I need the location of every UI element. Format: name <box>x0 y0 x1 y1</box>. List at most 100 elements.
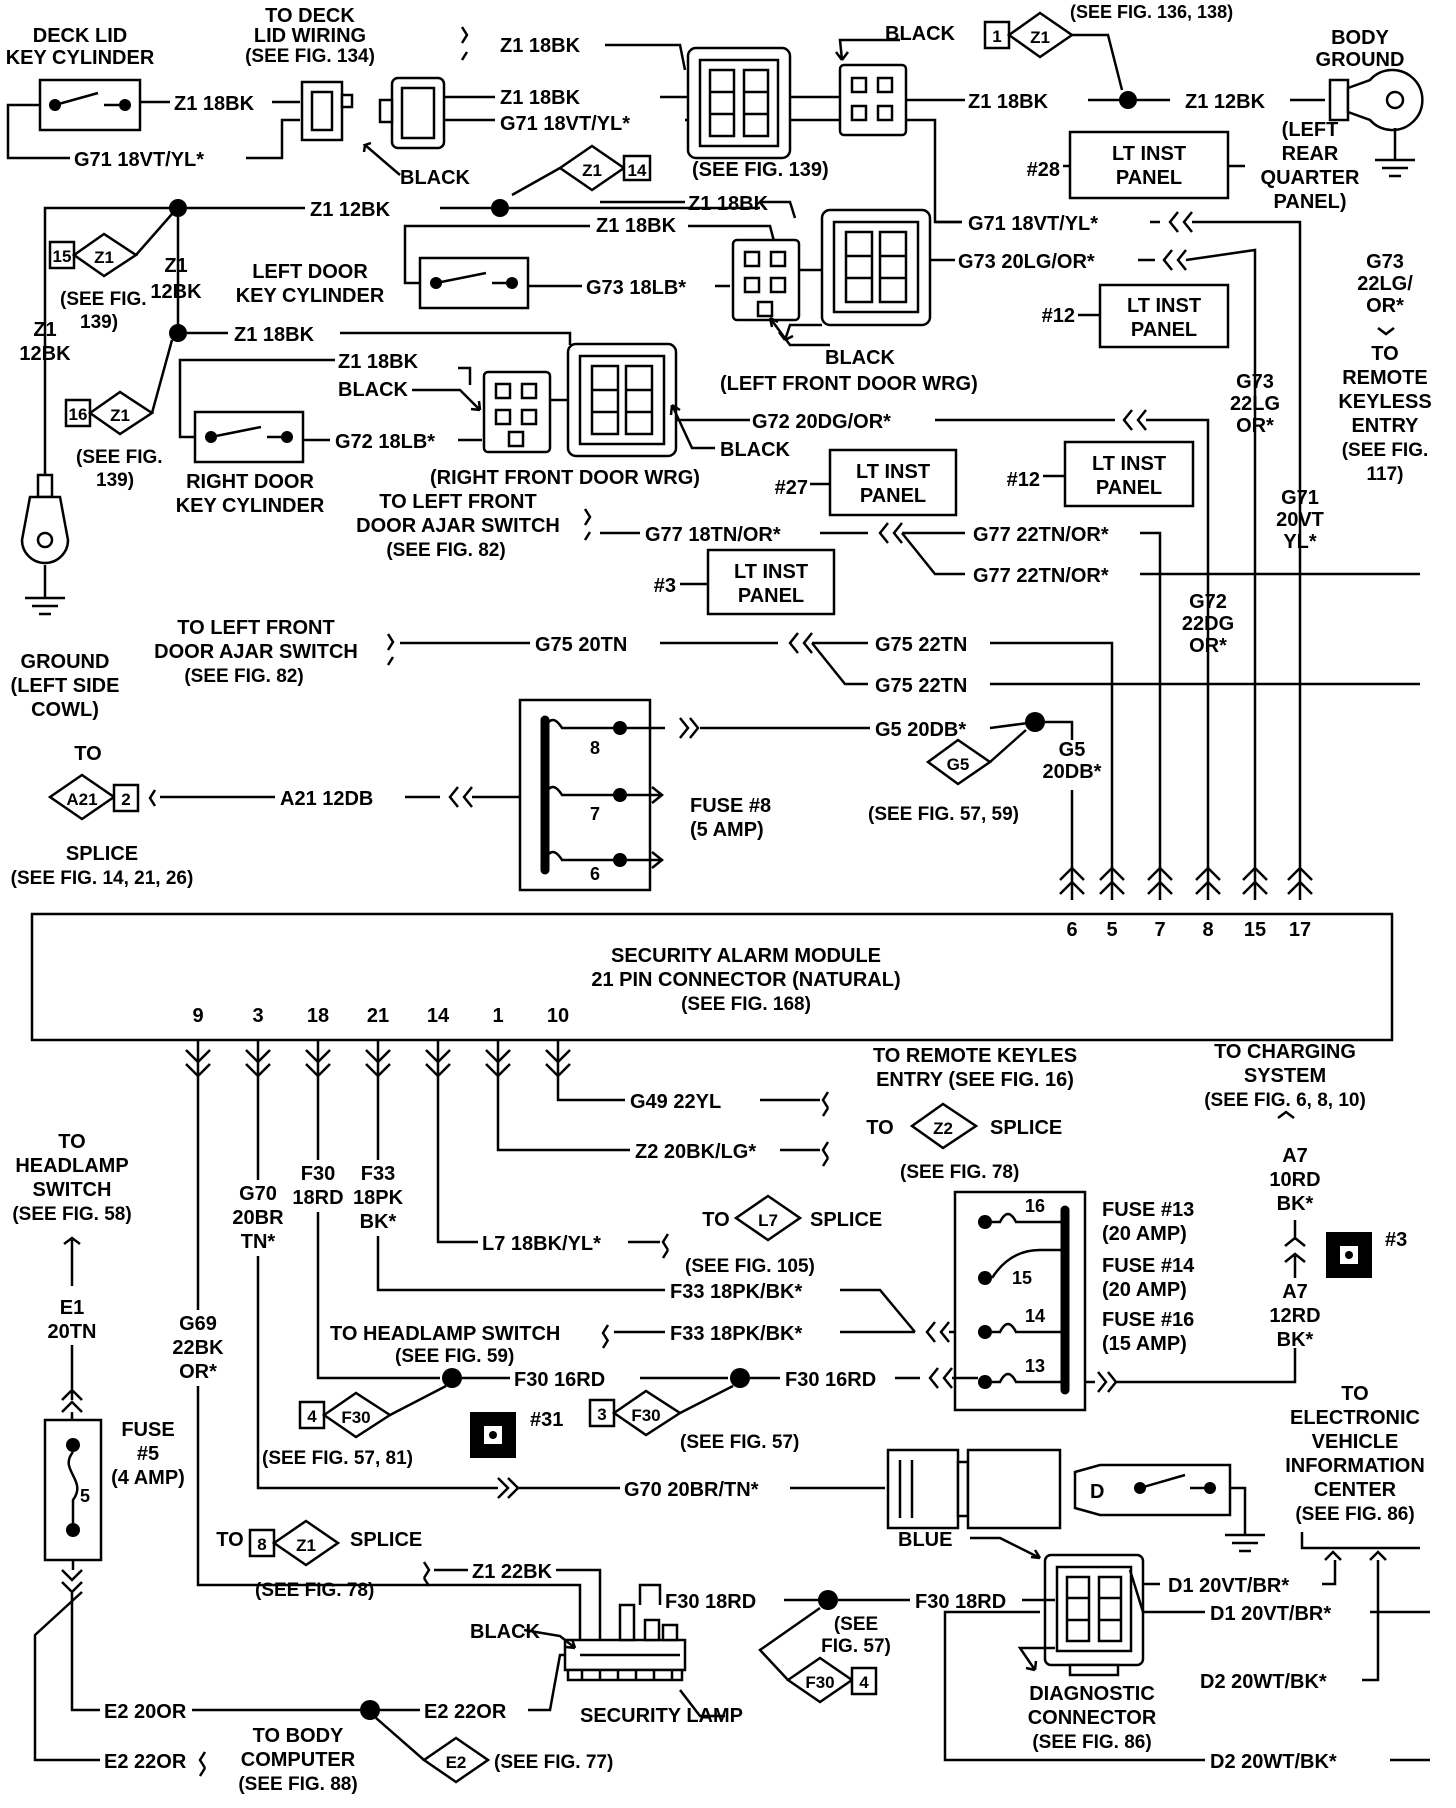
wire-label: Z2 20BK/LG* <box>635 1141 756 1163</box>
splice-id: Z1 <box>1030 28 1050 47</box>
g5-v-1: G5 <box>1059 739 1086 761</box>
a7-12-1: A7 <box>1282 1281 1308 1303</box>
ground-left-side-cowl <box>20 473 70 616</box>
black-label: BLACK <box>470 1621 541 1643</box>
deck-lid-connector-female <box>378 76 446 150</box>
deck-lid-connector-male <box>300 80 354 142</box>
door-ajar-2: DOOR AJAR SWITCH <box>154 641 358 663</box>
see-fig-105: (SEE FIG. 105) <box>685 1256 815 1277</box>
to-headlamp-h-2: (SEE FIG. 59) <box>395 1346 514 1367</box>
lt-inst-panel-27: LT INST PANEL <box>828 448 958 517</box>
pin-number: 18 <box>307 1005 329 1027</box>
g73-22lg-1: G73 <box>1366 251 1404 273</box>
splice-label: SPLICE <box>810 1209 882 1231</box>
evic-5: CENTER <box>1314 1479 1397 1501</box>
lt-inst-panel-text: LT INST <box>1127 295 1201 317</box>
security-lamp <box>563 1603 687 1682</box>
pin-number: 15 <box>1244 919 1266 941</box>
splice-num: 15 <box>53 247 72 266</box>
right-front-door-connector-a <box>482 370 552 454</box>
splice-z1-1: 1 Z1 <box>983 11 1075 59</box>
wire-label: Z1 18BK <box>338 351 419 373</box>
module-pin-top: 7 <box>1147 866 1173 941</box>
to-label: TO <box>702 1209 729 1231</box>
body-ground-label-2: GROUND <box>1316 49 1405 71</box>
wire-label: Z1 22BK <box>472 1561 553 1583</box>
splice-label: SPLICE <box>66 843 138 865</box>
splice-num: 14 <box>628 161 647 180</box>
to-rke-3: KEYLESS <box>1338 391 1431 413</box>
splice-num: 4 <box>859 1673 869 1692</box>
splice-id: A21 <box>66 790 97 809</box>
blue-label: BLUE <box>898 1529 952 1551</box>
g73-22lg-3: OR* <box>1366 295 1404 317</box>
see-fig-139: (SEE FIG. 139) <box>692 159 829 181</box>
lt-inst-panel-text: PANEL <box>1096 477 1162 499</box>
splice-label: SPLICE <box>990 1117 1062 1139</box>
fuse-5: 5 <box>43 1418 103 1562</box>
fuse-pin: 14 <box>1025 1306 1045 1326</box>
splice-id: Z1 <box>582 161 602 180</box>
security-lamp-label: SECURITY LAMP <box>580 1705 743 1727</box>
wire-label: G72 18LB* <box>335 431 435 453</box>
fuse-block-13-14-16: 16 15 14 13 <box>953 1190 1087 1412</box>
left-door-key-cylinder <box>418 256 530 310</box>
12bk-label: 12BK <box>19 343 71 365</box>
splice-num: 1 <box>992 27 1001 46</box>
see-fig-57-81: (SEE FIG. 57, 81) <box>262 1448 413 1469</box>
black-label: BLACK <box>885 23 956 45</box>
g72-22dg-1: G72 <box>1189 591 1227 613</box>
see-fig-78: (SEE FIG. 78) <box>900 1162 1019 1183</box>
body-computer-1: TO BODY <box>253 1725 344 1747</box>
splice-l7: L7 <box>733 1194 803 1242</box>
hl-v-1: TO <box>58 1131 85 1153</box>
black-label: BLACK <box>720 439 791 461</box>
splice-num: 2 <box>121 790 130 809</box>
diag-1: DIAGNOSTIC <box>1029 1683 1155 1705</box>
ground-ref-31-text: #31 <box>530 1409 563 1431</box>
a7-10-3: BK* <box>1277 1193 1314 1215</box>
f33-v-3: BK* <box>360 1211 397 1233</box>
splice-id: Z1 <box>110 406 130 425</box>
switch-d: D <box>1073 1463 1232 1517</box>
black-label: BLACK <box>338 379 409 401</box>
wire-label: F33 18PK/BK* <box>670 1281 802 1303</box>
module-pin-top: 15 <box>1242 866 1268 941</box>
wire-label: G73 20LG/OR* <box>958 251 1095 273</box>
wire-label: G75 22TN <box>875 634 967 656</box>
left-front-door-connector-a <box>731 238 801 322</box>
ref-28: #28 <box>1027 159 1060 181</box>
see-fig-139: (SEE FIG. <box>60 289 147 310</box>
module-pin-top: 17 <box>1287 866 1313 941</box>
deck-lid-key-cylinder-label-1: DECK LID <box>33 25 127 47</box>
splice-id: G5 <box>947 755 970 774</box>
hl-v-2: HEADLAMP <box>15 1155 128 1177</box>
wire-label: D2 20WT/BK* <box>1200 1671 1327 1693</box>
module-pin-bottom: 21 <box>365 1005 391 1088</box>
g71-20vt-1: G71 <box>1281 487 1319 509</box>
pin-number: 6 <box>1066 919 1077 941</box>
lt-inst-panel-12b: LT INST PANEL <box>1063 440 1195 508</box>
wire-label: A21 12DB <box>280 788 373 810</box>
fuse-16-1: FUSE #16 <box>1102 1309 1194 1331</box>
lt-inst-panel-text: LT INST <box>734 561 808 583</box>
wire-label: G75 22TN <box>875 675 967 697</box>
see-fig-77: (SEE FIG. 77) <box>494 1752 613 1773</box>
door-ajar-1: TO LEFT FRONT <box>379 491 536 513</box>
lt-inst-panel-text: PANEL <box>860 485 926 507</box>
a7-12-3: BK* <box>1277 1329 1314 1351</box>
splice-num: 8 <box>257 1535 266 1554</box>
wire-label: G71 18VT/YL* <box>500 113 630 135</box>
splice-num: 3 <box>597 1405 606 1424</box>
see-fig-57: (SEE FIG. 57) <box>680 1432 799 1453</box>
lrqp-4: PANEL) <box>1274 191 1347 213</box>
g70-v-2: 20BR <box>232 1207 284 1229</box>
deck-lid-key-cylinder: DECK LID KEY CYLINDER <box>6 25 155 132</box>
black-label: BLACK <box>825 347 896 369</box>
to-rke-b2: ENTRY (SEE FIG. 16) <box>876 1069 1074 1091</box>
body-ground <box>1328 68 1424 178</box>
g69-v-3: OR* <box>179 1361 217 1383</box>
see-fig-139: 139) <box>80 312 118 333</box>
to-rke-6: 117) <box>1367 464 1404 485</box>
